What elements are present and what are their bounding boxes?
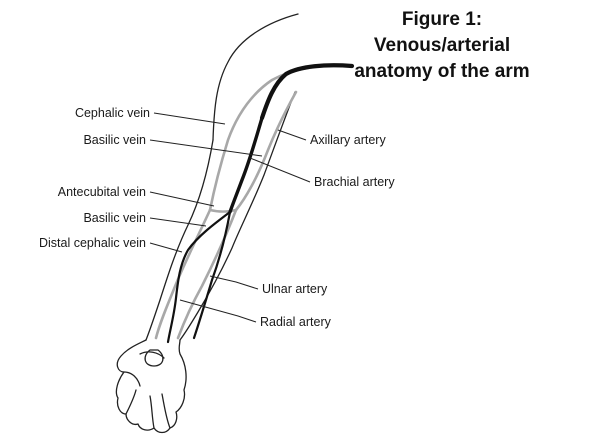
leader-axillary-artery <box>278 130 306 140</box>
label-antecubital-vein: Antecubital vein <box>58 185 146 199</box>
finger-line-3 <box>150 396 154 428</box>
label-basilic-vein-lower: Basilic vein <box>83 211 146 225</box>
hand-outline <box>116 340 186 433</box>
label-basilic-vein-upper: Basilic vein <box>83 133 146 147</box>
label-ulnar-artery: Ulnar artery <box>262 282 328 296</box>
leader-antecubital-vein <box>150 192 214 206</box>
finger-line-2 <box>126 390 136 414</box>
leader-radial-artery <box>180 300 256 322</box>
label-distal-cephalic-vein: Distal cephalic vein <box>39 236 146 250</box>
leader-distal-cephalic-vein <box>150 243 182 252</box>
label-brachial-artery: Brachial artery <box>314 175 395 189</box>
distal-cephalic-vein-path <box>156 210 210 338</box>
label-radial-artery: Radial artery <box>260 315 332 329</box>
finger-line-4 <box>162 394 170 428</box>
leader-basilic-vein-lower <box>150 218 206 226</box>
leader-basilic-vein-upper <box>150 140 262 156</box>
leader-ulnar-artery <box>210 276 258 289</box>
label-cephalic-vein: Cephalic vein <box>75 106 150 120</box>
axillary-artery-path <box>262 65 352 118</box>
label-axillary-artery: Axillary artery <box>310 133 386 147</box>
finger-line-1 <box>124 372 140 386</box>
